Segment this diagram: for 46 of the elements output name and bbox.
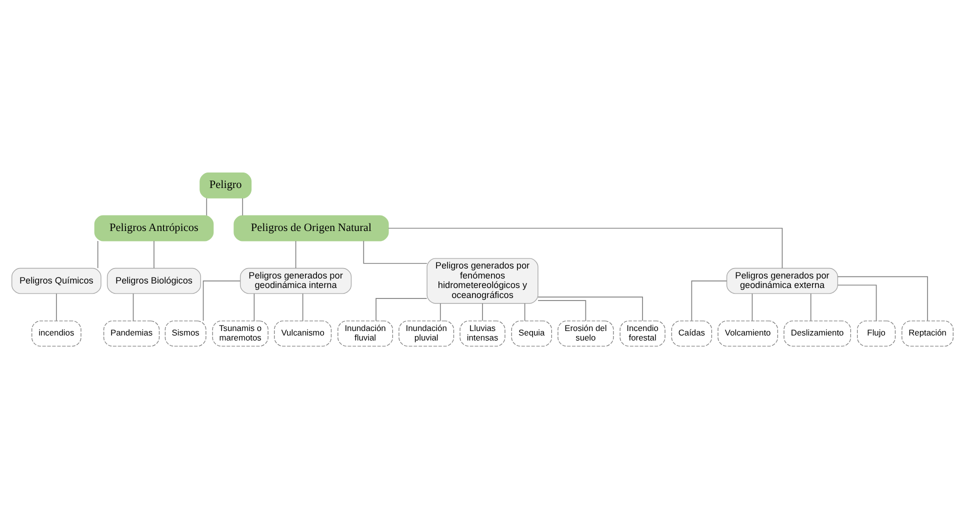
node-box: Volcamiento: [718, 320, 778, 346]
node-box: Peligros generados por fenómenos hidrometereológicos y oceanográficos: [426, 258, 538, 304]
node-box: Peligros de Origen Natural: [234, 214, 389, 241]
connector: [538, 300, 586, 321]
connector: [810, 292, 812, 321]
node-box: Erosión del suelo: [558, 320, 614, 346]
connector: [388, 227, 783, 268]
node-box: Sismos: [164, 320, 206, 346]
node-box: Reptación: [902, 320, 954, 346]
node-box: Incendio forestal: [620, 320, 666, 346]
connector: [97, 240, 98, 268]
connector: [524, 302, 526, 321]
node-box: Pandemias: [103, 320, 160, 346]
node-box: Peligros generados por geodinámica externa: [726, 267, 838, 294]
connector: [691, 280, 728, 321]
node-box: Caídas: [671, 320, 712, 346]
connector: [538, 296, 643, 321]
connector: [295, 240, 296, 268]
connector: [482, 302, 483, 321]
node-box: Sequia: [511, 320, 552, 346]
connector: [132, 292, 134, 321]
node-box: Inundación pluvial: [398, 320, 454, 346]
connector: [206, 197, 208, 216]
connector: [363, 240, 428, 264]
node-box: Deslizamiento: [784, 320, 852, 346]
connector: [56, 292, 57, 321]
node-box: incendios: [32, 320, 82, 346]
connector: [837, 284, 877, 321]
node-box: Lluvias intensas: [460, 320, 506, 346]
node-box: Peligro: [200, 172, 252, 198]
connector: [440, 302, 441, 321]
node-box: Peligros generados por geodinámica interna: [240, 267, 352, 294]
node-box: Peligros Químicos: [11, 267, 102, 294]
connector: [837, 276, 928, 321]
connector: [202, 280, 241, 321]
node-box: Tsunamis o maremotos: [212, 320, 268, 346]
connector: [254, 292, 255, 321]
node-box: Inundación fluvial: [338, 320, 393, 346]
node-box: Vulcanismo: [274, 320, 332, 346]
connector: [376, 298, 428, 321]
connector: [752, 292, 753, 321]
node-box: Flujo: [857, 320, 896, 346]
node-box: Peligros Biológicos: [106, 267, 202, 294]
connector: [242, 197, 244, 216]
node-box: Peligros Antrópicos: [94, 214, 214, 241]
connector: [302, 292, 304, 321]
